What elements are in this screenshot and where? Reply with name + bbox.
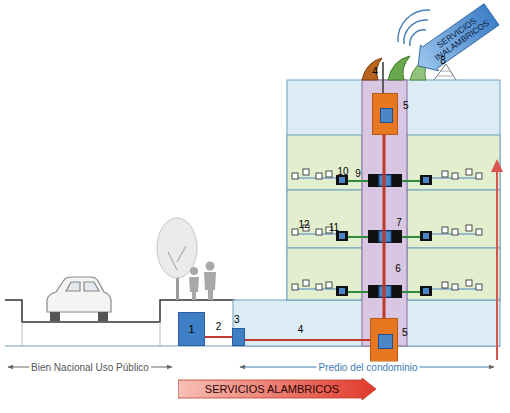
radio-waves xyxy=(398,10,430,46)
floor-distribution xyxy=(292,169,482,298)
wired-services-arrow: SERVICIOS ALAMBRICOS xyxy=(178,378,376,400)
floor-wiring xyxy=(292,225,482,243)
callout-number: 9 xyxy=(353,168,363,179)
node-text: SERVICIOS INALAMBRICOS xyxy=(425,9,494,65)
cabinet-box: 1 xyxy=(178,312,205,346)
entry-box: 3 xyxy=(232,328,245,346)
vertical-direction-arrow xyxy=(491,159,503,360)
distribution-box: 5 xyxy=(370,318,398,362)
node-text: SERVICIOS ALAMBRICOS xyxy=(184,383,360,395)
node-text: 5 xyxy=(403,100,409,111)
building xyxy=(287,80,500,346)
callout-number: 2 xyxy=(214,321,224,332)
cable-line xyxy=(205,336,232,338)
wireless-services-arrow: SERVICIOS INALAMBRICOS xyxy=(409,1,501,79)
car xyxy=(47,277,111,321)
callout-number: 4 xyxy=(296,324,306,335)
zone-dimension-label: Bien Nacional Uso Público xyxy=(29,362,151,373)
callout-number: 7 xyxy=(394,217,404,228)
cable-line xyxy=(245,339,370,341)
callout-number: 4 xyxy=(370,66,380,77)
callout-number: 10 xyxy=(335,166,350,177)
floor-wiring xyxy=(292,280,482,298)
callout-number: 12 xyxy=(296,219,311,230)
node-text: 3 xyxy=(234,314,240,325)
callout-number: 8 xyxy=(438,55,448,66)
node-text: 1 xyxy=(179,323,204,335)
equipment-module xyxy=(378,334,393,349)
callout-number: 11 xyxy=(327,222,341,233)
node-text: 5 xyxy=(402,327,408,338)
pedestrians xyxy=(189,262,216,301)
equipment-module xyxy=(380,108,393,123)
floor-wiring xyxy=(292,169,482,187)
cable-line xyxy=(383,135,386,318)
distribution-box: 5 xyxy=(372,93,398,135)
callout-number: 6 xyxy=(393,263,403,274)
zone-dimension-label: Predio del condominio xyxy=(317,362,420,373)
